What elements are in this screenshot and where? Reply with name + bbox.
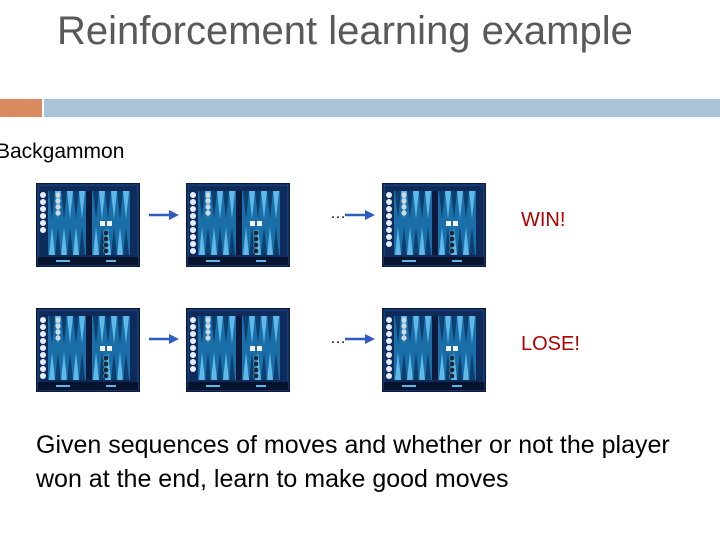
title-accent-square: [0, 99, 42, 117]
ellipsis-text: …: [330, 205, 346, 222]
backgammon-board-icon: [36, 308, 140, 392]
outcome-win: WIN!: [521, 209, 566, 231]
right-arrow-icon: [149, 209, 179, 221]
backgammon-board-icon: [36, 183, 140, 267]
outcome-lose: LOSE!: [521, 333, 580, 355]
backgammon-board-icon: [186, 183, 290, 267]
backgammon-board-icon: [186, 308, 290, 392]
backgammon-board-icon: [382, 183, 486, 267]
ellipsis-text: …: [330, 330, 346, 347]
slide-title: Reinforcement learning example: [57, 9, 633, 53]
right-arrow-icon: [345, 209, 375, 221]
right-arrow-icon: [345, 333, 375, 345]
right-arrow-icon: [149, 333, 179, 345]
body-text: Given sequences of moves and whether or …: [36, 431, 670, 493]
slide-subtitle: Backgammon: [0, 140, 125, 163]
backgammon-board-icon: [382, 308, 486, 392]
title-accent-bar: [44, 99, 720, 117]
